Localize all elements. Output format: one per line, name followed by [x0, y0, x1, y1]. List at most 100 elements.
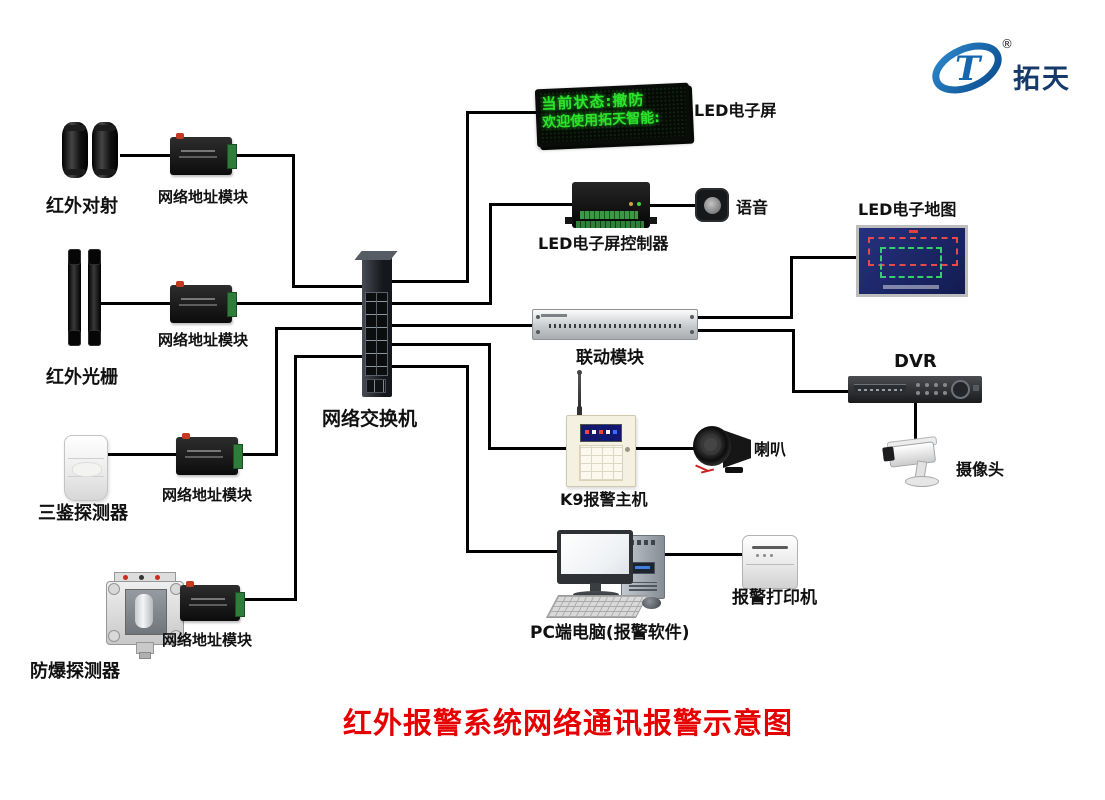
connector-line — [294, 355, 368, 358]
led-map-label: LED电子地图 — [858, 200, 957, 219]
module-print — [189, 604, 227, 606]
network-switch — [354, 251, 398, 397]
infrared-grating-label: 红外光栅 — [46, 367, 118, 388]
horn-label: 喇叭 — [754, 440, 787, 459]
k9-keypad — [579, 445, 623, 481]
connector-line — [694, 316, 792, 319]
connector-line — [661, 553, 746, 556]
connector-line — [292, 285, 368, 288]
camera-lens — [882, 446, 895, 462]
k9-alarm-host — [566, 415, 636, 487]
map-green-outline — [880, 247, 942, 278]
module-print — [191, 598, 225, 600]
explosion-proof-detector — [106, 572, 184, 659]
map-caption-bar — [883, 285, 939, 289]
brand-name: 拓天 — [1013, 64, 1071, 95]
horn-speaker — [693, 422, 751, 474]
module-print — [187, 450, 221, 452]
module-print — [185, 456, 223, 458]
alarm-printer — [742, 535, 798, 589]
k9-antenna — [577, 370, 582, 418]
net-module-label: 网络地址模块 — [158, 188, 249, 206]
controller-terminal-row — [576, 221, 644, 228]
printer-label: 报警打印机 — [732, 588, 817, 608]
k9-speaker-dot — [625, 447, 630, 452]
switch-ports — [365, 292, 388, 376]
brand-logo: T ® 拓天 — [925, 35, 1095, 105]
module-print — [181, 298, 215, 300]
diagram-title: 红外报警系统网络通讯报警示意图 — [343, 706, 794, 740]
connector-line — [790, 256, 793, 319]
module-terminal-block — [227, 292, 237, 317]
detector-crease — [68, 458, 104, 459]
connector-line — [390, 365, 469, 368]
infrared-beam-label: 红外对射 — [46, 196, 118, 217]
detector-lens — [72, 462, 102, 477]
module-terminal-block — [235, 592, 245, 617]
controller-status-leds — [637, 202, 641, 206]
printer-buttons — [756, 554, 759, 557]
registered-mark: ® — [1001, 37, 1013, 51]
pc-monitor — [557, 530, 633, 584]
k9-display — [580, 424, 622, 442]
connector-line — [230, 154, 295, 157]
horn-bracket — [725, 467, 743, 473]
printer-paper-slot — [752, 546, 788, 549]
dvr-jog-dial — [951, 380, 970, 399]
module-red-button — [176, 281, 184, 287]
module-red-button — [182, 433, 190, 439]
dvr-buttons — [916, 383, 920, 387]
voice-speaker — [695, 188, 729, 222]
net-module-label: 网络地址模块 — [162, 631, 253, 649]
voice-label: 语音 — [736, 198, 769, 217]
infrared-grating-bar — [88, 249, 101, 346]
connector-line — [275, 327, 278, 456]
pc-keyboard — [545, 595, 649, 618]
connector-line — [649, 204, 698, 207]
infrared-beam-tower — [92, 122, 118, 178]
linkage-module — [532, 309, 698, 340]
network-switch-label: 网络交换机 — [322, 408, 418, 430]
detector-nut — [139, 652, 151, 659]
module-print — [179, 304, 217, 306]
dvr-usb-port — [973, 385, 979, 391]
net-address-module — [170, 133, 237, 175]
connector-line — [466, 550, 564, 553]
dvr-label: DVR — [894, 351, 937, 372]
linkage-module-label: 联动模块 — [576, 348, 644, 368]
connector-line — [632, 447, 700, 450]
connector-line — [792, 329, 795, 393]
camera-base — [905, 476, 939, 487]
connector-line — [790, 256, 860, 259]
module-terminal-block — [233, 444, 243, 469]
camera-label: 摄像头 — [956, 460, 1005, 479]
connector-line — [390, 280, 469, 283]
map-led-dot — [909, 230, 918, 233]
tower-vents — [630, 540, 656, 545]
led-display-panel: 当前状态:撤防 欢迎使用拓天智能: — [534, 82, 692, 148]
connector-line — [466, 365, 469, 553]
connector-line — [466, 111, 469, 283]
module-red-button — [186, 581, 194, 587]
triple-detector — [64, 435, 108, 501]
net-module-label: 网络地址模块 — [158, 331, 249, 349]
connector-line — [294, 355, 297, 601]
pc-label: PC端电脑(报警软件) — [530, 623, 690, 643]
connector-line — [489, 203, 492, 305]
monitor-screen — [561, 534, 629, 574]
connector-line — [275, 327, 368, 330]
controller-terminal-row — [580, 211, 638, 219]
connector-line — [694, 329, 795, 332]
switch-top — [354, 251, 398, 260]
tower-display — [631, 562, 655, 574]
explosion-detector-label: 防爆探测器 — [30, 661, 120, 682]
connector-line — [390, 324, 535, 327]
led-screen-label: LED电子屏 — [694, 101, 777, 120]
triple-detector-label: 三鉴探测器 — [38, 503, 128, 524]
module-print — [179, 156, 217, 158]
connector-line — [488, 343, 491, 450]
switch-uplink-ports — [366, 379, 386, 393]
led-electronic-map — [856, 225, 968, 297]
logo-swoosh-icon: T — [932, 42, 1002, 94]
